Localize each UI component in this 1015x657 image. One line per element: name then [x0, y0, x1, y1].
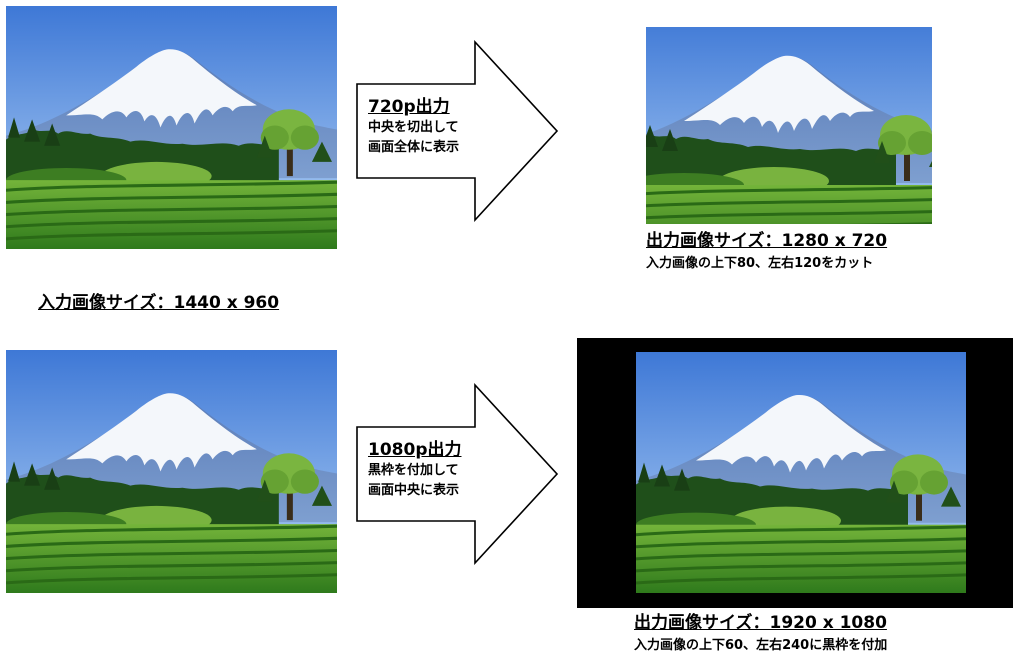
input-caption: 入力画像サイズ：1440 x 960	[38, 293, 280, 313]
arrow-1080p: 1080p出力 黒枠を付加して 画面中央に表示	[355, 383, 560, 565]
output-image-720p	[646, 27, 932, 224]
arrow-line-2: 画面全体に表示	[368, 140, 460, 155]
arrow-title: 1080p出力	[368, 440, 462, 460]
input-image-top	[6, 6, 337, 249]
black-letterbox-frame	[577, 338, 1013, 608]
arrow-720p: 720p出力 中央を切出して 画面全体に表示	[355, 40, 560, 222]
mount-fuji-photo	[6, 350, 337, 593]
output-note-720p: 入力画像の上下80、左右120をカット	[646, 256, 874, 271]
arrow-line-2: 画面中央に表示	[368, 483, 460, 498]
output-image-1080p	[636, 352, 966, 593]
input-image-bottom	[6, 350, 337, 593]
output-caption-1080p: 出力画像サイズ：1920 x 1080	[634, 613, 887, 633]
arrow-line-1: 中央を切出して	[368, 120, 459, 135]
arrow-line-1: 黒枠を付加して	[368, 463, 459, 478]
mount-fuji-photo-cropped	[646, 27, 932, 224]
right-arrow-shape	[356, 383, 559, 565]
mount-fuji-photo	[6, 6, 337, 249]
arrow-title: 720p出力	[368, 97, 450, 117]
mount-fuji-photo	[636, 352, 966, 593]
output-caption-720p: 出力画像サイズ：1280 x 720	[646, 231, 888, 251]
output-note-1080p: 入力画像の上下60、左右240に黒枠を付加	[634, 638, 888, 653]
right-arrow-shape	[356, 40, 559, 222]
